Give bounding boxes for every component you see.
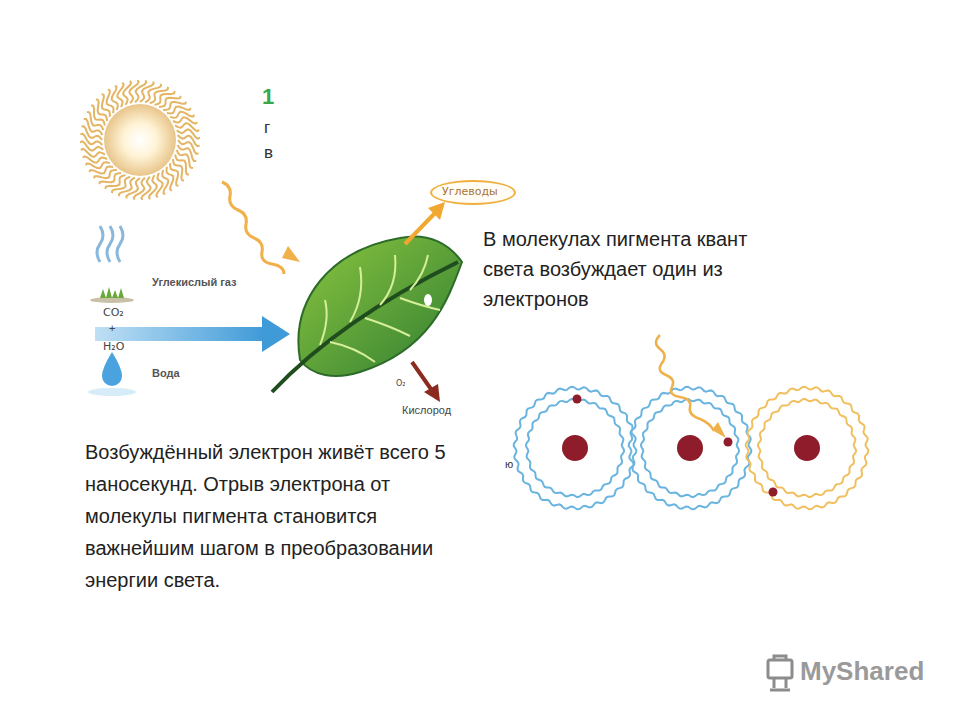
input-label: Углекислый газ [152, 276, 237, 288]
caption-text: В молекулах пигмента квант света возбужд… [483, 224, 773, 314]
watermark: MyShared [800, 656, 924, 687]
node-text: Углеводы [442, 185, 498, 198]
formula: H₂O [103, 340, 124, 353]
formula: O₂ [396, 379, 406, 388]
product-oval: Углеводы [430, 180, 516, 205]
caption-text: Возбуждённый электрон живёт всего 5 нано… [85, 436, 480, 596]
formula: + [109, 322, 115, 334]
formula: CO₂ [103, 306, 124, 319]
fragment-number: 1 [262, 84, 274, 110]
fragment-letter: ю [505, 458, 513, 470]
fragment-letter: в [264, 143, 273, 163]
input-label: Вода [152, 367, 180, 379]
output-label: Кислород [402, 404, 451, 416]
fragment-letter: г [264, 118, 270, 138]
